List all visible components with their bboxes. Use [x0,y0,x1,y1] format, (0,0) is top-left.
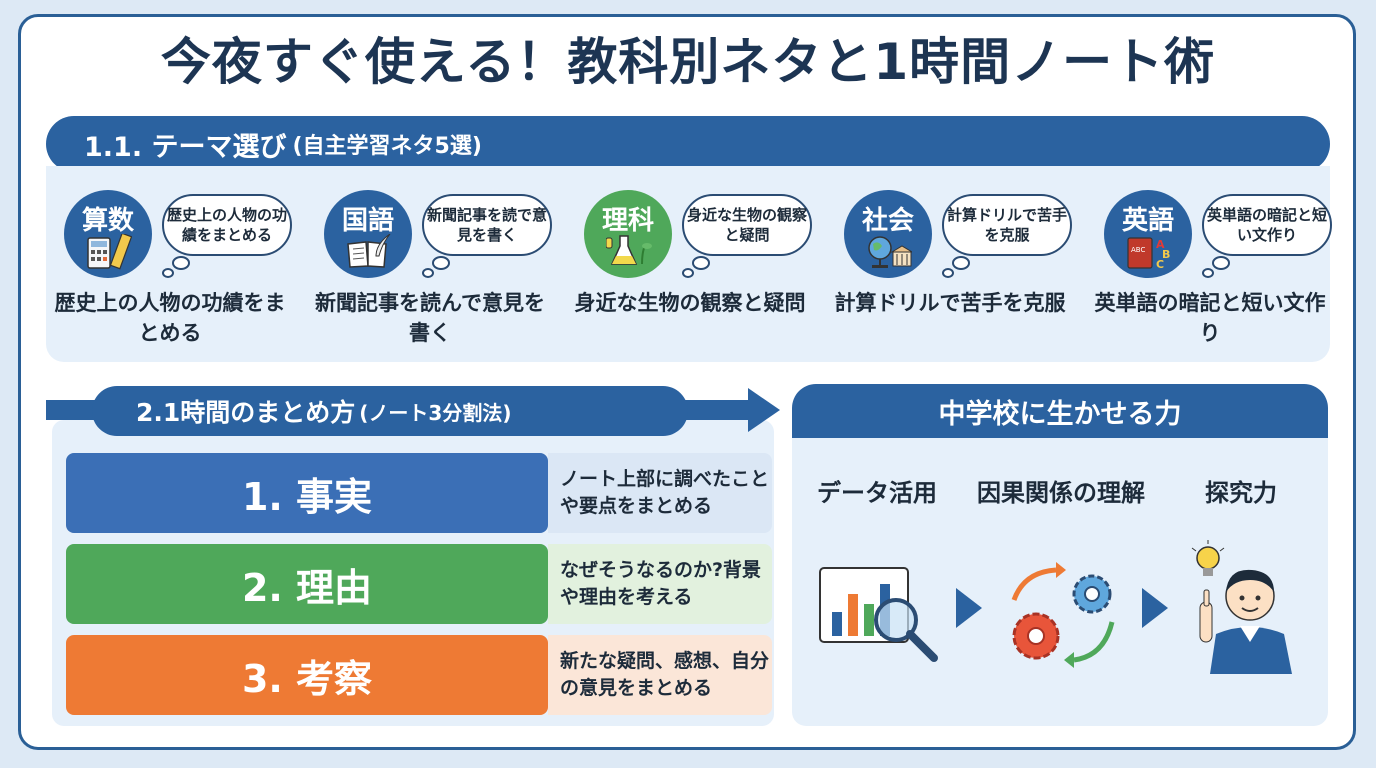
step-reason: 2. 理由 [66,544,548,624]
subject-badge: 理科 [584,190,672,278]
skill-data-utilization: データ活用 [817,479,937,507]
subject-caption: 新聞記事を読んで意見を書く [315,291,545,346]
subject-badge: 社会 [844,190,932,278]
subject-caption: 英単語の暗記と短い文作り [1094,291,1326,346]
subject-caption: 計算ドリルで苦手を克服 [834,291,1066,315]
skill-inquiry: 探究力 [1205,479,1277,507]
subject-card-japanese: 国語 新聞記事を読で意見を書く 新聞記事を読んで意見を書く [310,190,570,360]
abc-book-icon: ABC A B C [1127,237,1170,270]
subject-card-math: 算数 歴史上の人物の功績をまとめる 歴史上の人物の功績をまとめる [50,190,310,360]
chevron-right-icon [1142,588,1168,628]
banner-arrow-shaft [46,400,106,420]
subject-badge: 算数 [64,190,152,278]
subject-card-english: 英語 ABC A B C 英単語の暗記と短い文作り 英単語の暗記と短い文作り [1090,190,1350,360]
step-fact: 1. 事実 [66,453,548,533]
banner-arrow-shaft [680,400,750,420]
subject-name: 算数 [81,206,134,236]
idea-bubble: 計算ドリルで苦手を克服 [942,194,1072,256]
step-consideration: 3. 考察 [66,635,548,715]
section2-heading: 2.1時間のまとめ方 [136,398,356,427]
subject-badge: 英語 ABC A B C [1104,190,1192,278]
chevron-right-icon [956,588,982,628]
subject-name: 英語 [1121,206,1174,236]
idea-bubble: 身近な生物の観察と疑問 [682,194,812,256]
svg-text:A: A [1156,238,1165,251]
subject-badge: 国語 [324,190,412,278]
subject-caption: 身近な生物の観察と疑問 [574,291,806,315]
section2-heading-sub: (ノート3分割法) [359,400,512,425]
section2-banner: 2.1時間のまとめ方 (ノート3分割法) [92,386,688,436]
chart-magnifier-icon [819,567,938,662]
idea-bubble: 新聞記事を読で意見を書く [422,194,552,256]
student-lightbulb-icon [1191,540,1292,674]
skill-causality: 因果関係の理解 [977,479,1145,507]
idea-bubble: 歴史上の人物の功績をまとめる [162,194,292,256]
section3-banner: 中学校に生かせる力 [792,384,1328,438]
subject-caption: 歴史上の人物の功績をまとめる [54,291,286,346]
page-title: 今夜すぐ使える！教科別ネタと1時間ノート術 [160,33,1216,91]
idea-bubble: 英単語の暗記と短い文作り [1202,194,1332,256]
section1-heading: 1.1. テーマ選び [84,131,287,163]
arrow-right-icon [748,388,780,432]
section1-banner: 1.1. テーマ選び (自主学習ネタ5選) [46,116,1330,172]
gears-cycle-icon [1011,562,1115,668]
step-fact-note: ノート上部に調べたことや要点をまとめる [548,453,772,533]
step-consideration-note: 新たな疑問、感想、自分の意見をまとめる [548,635,772,715]
flask-plant-icon [606,235,652,265]
subject-card-social: 社会 計算ドリルで苦手を克服 計算ドリルで苦手を克服 [830,190,1090,360]
abc-book-label: ABC [1131,246,1145,254]
subject-name: 国語 [341,206,394,236]
subject-name: 社会 [861,206,914,236]
subject-name: 理科 [601,206,654,236]
svg-text:B: B [1162,248,1170,261]
section3-heading: 中学校に生かせる力 [938,398,1182,430]
book-quill-icon [347,234,391,268]
globe-building-icon [868,236,912,268]
calculator-ruler-icon [87,234,132,270]
subject-card-science: 理科 身近な生物の観察と疑問 身近な生物の観察と疑問 [570,190,830,360]
svg-text:C: C [1156,258,1164,270]
step-reason-note: なぜそうなるのか?背景や理由を考える [548,544,772,624]
section1-heading-sub: (自主学習ネタ5選) [292,134,482,159]
